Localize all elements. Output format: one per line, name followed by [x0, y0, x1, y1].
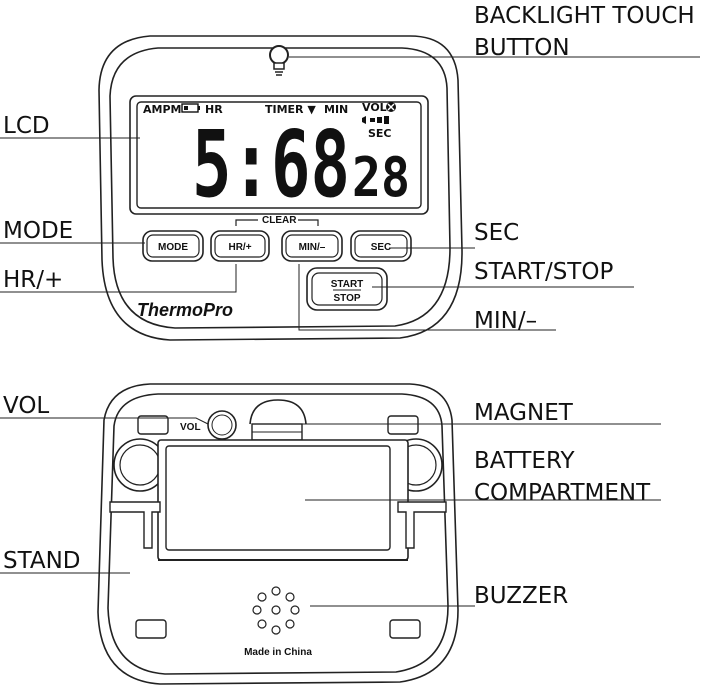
top-left-slot — [137, 415, 169, 435]
volume-level-icon — [362, 116, 389, 124]
clear-bracket: CLEAR — [235, 215, 319, 226]
label-mode: MODE — [3, 218, 73, 244]
mute-icon — [386, 102, 396, 112]
leader-lines — [0, 56, 700, 607]
label-backlight-line1: BACKLIGHT TOUCH — [474, 3, 695, 29]
start-stop-button[interactable]: START STOP — [306, 267, 388, 311]
hr-plus-button[interactable]: HR/+ — [210, 230, 270, 262]
battery-compartment — [157, 439, 409, 561]
mode-button[interactable]: MODE — [142, 230, 204, 262]
mode-button-label: MODE — [158, 242, 188, 253]
lcd-seconds: 28 — [352, 146, 410, 209]
bulb-icon — [269, 45, 289, 76]
stop-label: STOP — [333, 293, 360, 304]
buzzer-holes — [252, 586, 300, 635]
sec-button-label: SEC — [371, 242, 392, 253]
lcd-screen: AMPM HR TIMER ▼ MIN VOL SEC 5:68 — [129, 95, 429, 218]
battery-icon — [181, 103, 200, 113]
start-label: START — [331, 279, 364, 290]
lcd-timer: TIMER ▼ — [265, 103, 316, 116]
label-stand: STAND — [3, 548, 81, 574]
bottom-left-slot — [135, 619, 167, 639]
lcd-vol: VOL — [362, 101, 387, 114]
clear-label: CLEAR — [262, 215, 297, 226]
min-minus-button[interactable]: MIN/– — [281, 230, 343, 262]
label-buzzer: BUZZER — [474, 583, 568, 609]
brand-logo: ThermoPro — [137, 300, 233, 320]
bottom-right-slot — [389, 619, 421, 639]
lcd-ampm: AMPM — [143, 103, 181, 116]
front-view: AMPM HR TIMER ▼ MIN VOL SEC 5:68 — [98, 35, 463, 341]
hr-plus-button-label: HR/+ — [228, 242, 251, 253]
vol-switch[interactable] — [207, 410, 237, 440]
back-outer-body — [97, 383, 459, 685]
label-battery-line1: BATTERY — [474, 448, 575, 474]
vol-switch-label: VOL — [180, 422, 201, 433]
front-inner-body — [109, 47, 451, 329]
label-vol: VOL — [3, 393, 49, 419]
lcd-time: 5:68 — [192, 111, 350, 218]
label-start-stop: START/STOP — [474, 259, 613, 285]
made-in-label: Made in China — [244, 647, 312, 658]
lcd-min: MIN — [324, 103, 348, 116]
lcd-sec: SEC — [368, 127, 392, 140]
label-backlight-line2: BUTTON — [474, 35, 570, 61]
label-sec: SEC — [474, 220, 519, 246]
stand — [109, 501, 447, 549]
lcd-hr: HR — [205, 103, 223, 116]
label-hr-plus: HR/+ — [3, 267, 63, 293]
callout-labels: BACKLIGHT TOUCH BUTTON LCD MODE HR/+ SEC… — [3, 3, 695, 609]
magnet — [249, 399, 307, 441]
top-right-slot — [387, 415, 419, 435]
label-magnet: MAGNET — [474, 400, 574, 426]
min-minus-button-label: MIN/– — [299, 242, 326, 253]
front-outer-body — [98, 35, 463, 341]
label-min-minus: MIN/– — [474, 308, 537, 334]
back-view: VOL — [97, 383, 459, 685]
label-battery-line2: COMPARTMENT — [474, 480, 651, 506]
back-inner-body — [107, 393, 449, 675]
sec-button[interactable]: SEC — [350, 230, 412, 262]
label-lcd: LCD — [3, 113, 50, 139]
